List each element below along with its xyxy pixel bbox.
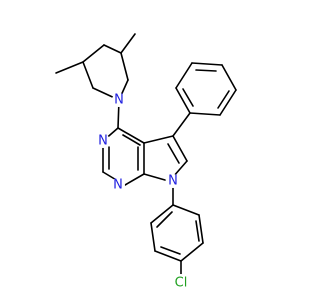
bond-pip-c3-c4 — [82, 44, 105, 63]
bond-ph-4 — [191, 62, 223, 66]
bond-clph-4 — [154, 250, 182, 262]
atom-n-pyrimidine-bottom-label: N — [113, 178, 123, 193]
atom-n-piperidine-label: N — [114, 93, 124, 108]
atom-n-pyrrole: N — [166, 174, 180, 189]
bond-ph-d3 — [182, 88, 194, 107]
atom-labels: N N N N Cl — [96, 93, 190, 292]
bond-methyl-c3 — [55, 61, 84, 74]
bond-n7-c7a — [143, 173, 166, 181]
structure-drawing: N N N N Cl — [55, 33, 237, 292]
bond-pip-c2-c3 — [82, 61, 94, 89]
bond-ph-d2 — [195, 69, 217, 72]
bonds — [55, 33, 237, 278]
bond-pip-c4-c5 — [103, 44, 122, 54]
bond-clph-d1 — [195, 220, 200, 242]
bond-ph-6 — [175, 87, 191, 114]
bond-clph-d3 — [156, 211, 173, 228]
atom-cl-label: Cl — [175, 276, 188, 291]
bond-methyl-c5 — [120, 33, 136, 54]
bond-ph-1 — [189, 112, 221, 116]
atom-n-pyrimidine-top-label: N — [98, 134, 108, 149]
molecule-svg: N N N N Cl — [55, 33, 237, 292]
bond-ph-d1 — [217, 90, 230, 109]
atom-n-pyrimidine-bottom: N — [111, 178, 125, 193]
bond-c5-c6 — [172, 135, 188, 162]
bond-ph-3 — [221, 64, 237, 91]
bond-c5-ph — [172, 112, 191, 137]
bond-clph-2 — [198, 214, 204, 244]
atom-n-pyrimidine-top: N — [96, 134, 110, 149]
bond-n1-c7a — [124, 173, 145, 186]
bond-ph-5 — [175, 62, 193, 89]
bond-clph-5 — [150, 222, 156, 252]
bond-c4a-c4 — [117, 127, 145, 144]
bond-clph-1 — [172, 204, 200, 216]
bond-c5-c6-double — [167, 143, 180, 164]
bond-pip-c5-c6 — [120, 52, 129, 81]
bond-c6-n7 — [172, 160, 188, 178]
bond-clph-6 — [150, 204, 174, 224]
bond-clph-3 — [180, 242, 204, 262]
bond-clph-d2 — [160, 246, 181, 255]
atom-n-piperidine: N — [112, 93, 126, 108]
bond-c4a-c5 — [143, 135, 174, 144]
atom-cl: Cl — [172, 274, 190, 292]
bond-ph-2 — [219, 89, 237, 116]
bond-c4-c4a-double — [122, 134, 141, 146]
atom-n-pyrrole-label: N — [168, 174, 178, 189]
